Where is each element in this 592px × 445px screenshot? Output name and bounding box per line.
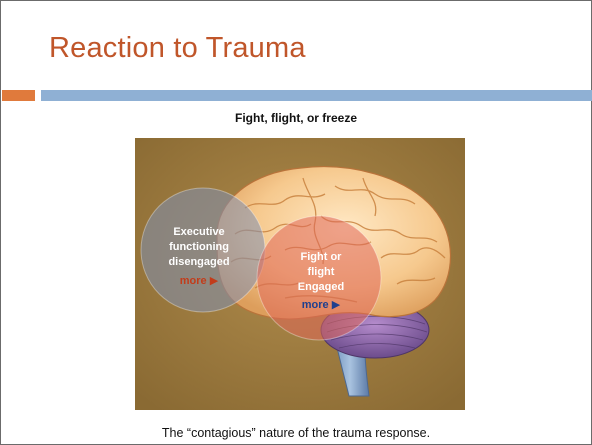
left-circle-line-3: disengaged [168,256,229,268]
brain-illustration-svg: Executive functioning disengaged more ▶ … [135,138,465,410]
left-more-link[interactable]: more ▶ [180,275,219,287]
accent-bar-orange [2,90,35,101]
left-circle-line-1: Executive [173,226,224,238]
right-circle-line-2: flight [308,266,335,278]
figure-caption: The “contagious” nature of the trauma re… [1,426,591,440]
left-circle-line-2: functioning [169,241,229,253]
right-circle-line-3: Engaged [298,281,344,293]
right-more-link[interactable]: more ▶ [302,299,341,311]
brain-illustration: Executive functioning disengaged more ▶ … [135,138,465,410]
figure-subtitle: Fight, flight, or freeze [1,111,591,125]
accent-bar-blue [41,90,592,101]
right-circle-line-1: Fight or [301,251,343,263]
slide-title: Reaction to Trauma [49,32,306,65]
fight-or-flight-circle [257,216,381,340]
